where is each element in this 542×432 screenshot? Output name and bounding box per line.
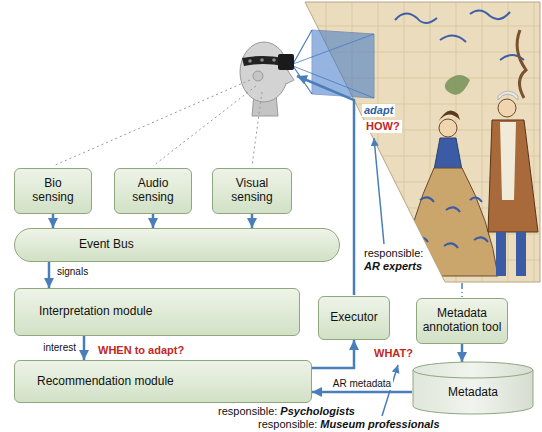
view-area: [312, 30, 374, 98]
module-box: Interpretation module: [14, 288, 300, 336]
ar-glasses-lens: [278, 54, 294, 70]
node-text: Interpretation module: [39, 305, 152, 319]
role-label: Psychologists: [280, 405, 355, 418]
man-vest: [500, 122, 516, 200]
man-leg: [496, 232, 506, 276]
man-wig: [498, 91, 518, 100]
man-head: [498, 99, 516, 117]
dress-pattern: [414, 197, 488, 248]
sensing-box: Audio sensing: [114, 168, 192, 214]
sensor-line: [252, 92, 262, 166]
node-text: Audio sensing: [127, 177, 179, 205]
role-label: AR experts: [362, 260, 424, 273]
sensing-box: Bio sensing: [14, 168, 92, 214]
cylinder-body: [413, 362, 533, 414]
action-label: adapt: [362, 104, 395, 117]
sensor-line: [153, 86, 256, 166]
responsibility-label: responsible:: [362, 247, 425, 260]
responsibility-label: responsible:: [218, 405, 277, 418]
responsibility-label: responsible:: [258, 418, 317, 431]
tree-decoration: [517, 30, 526, 98]
event-bus: Event Bus: [14, 228, 340, 262]
man-coat: [488, 120, 538, 232]
woman-head: [439, 119, 457, 137]
cylinder-rim: [413, 370, 533, 378]
node-text: Recommendation module: [37, 375, 174, 389]
sensing-box: Visual sensing: [212, 168, 292, 214]
role-label: Museum professionals: [320, 418, 439, 431]
connector-arrow: [48, 262, 51, 288]
sensor-line: [53, 80, 250, 166]
node-text: Metadata annotation tool: [421, 307, 503, 335]
connector-arrow: [461, 344, 464, 362]
sensor-dot: [248, 59, 252, 63]
man-leg: [516, 232, 526, 276]
edge-label: AR metadata: [331, 378, 393, 390]
node-text: Event Bus: [79, 238, 134, 252]
connector-arrow: [312, 391, 412, 394]
painting-frame: [305, 2, 540, 282]
question-label: HOW?: [364, 120, 402, 133]
head-nose: [286, 68, 294, 84]
edge-label: signals: [55, 266, 90, 278]
tool-box: Metadata annotation tool: [416, 298, 508, 344]
node-text: Metadata: [448, 386, 498, 400]
node-text: Bio sensing: [27, 177, 79, 205]
database-cylinder: Metadata: [412, 362, 534, 414]
node-text: Executor: [330, 311, 377, 325]
node-text: Visual sensing: [225, 177, 279, 205]
connector-arrow: [52, 214, 55, 228]
annotation-link: [461, 283, 463, 297]
question-label: WHEN to adapt?: [98, 344, 184, 357]
leader-line: [382, 365, 398, 416]
sensor-dot: [260, 58, 264, 62]
executor-box: Executor: [318, 296, 390, 340]
connector-arrow: [312, 340, 354, 368]
foliage: [445, 75, 470, 95]
connector-arrow: [83, 336, 86, 360]
head-ear: [253, 71, 263, 81]
adapt-line: [297, 76, 354, 295]
question-label: WHAT?: [374, 347, 413, 360]
view-ray: [293, 30, 312, 64]
bird-decoration: [395, 10, 524, 60]
leader-line: [374, 138, 384, 244]
woman-hair: [438, 110, 460, 122]
module-box: Recommendation module: [14, 360, 312, 403]
sensor-dot: [272, 58, 276, 62]
connector-arrow: [152, 214, 155, 228]
woman-bodice: [434, 138, 462, 170]
connector-arrow: [251, 214, 254, 228]
edge-label: interest: [41, 342, 78, 354]
ar-glasses-band: [242, 56, 284, 66]
